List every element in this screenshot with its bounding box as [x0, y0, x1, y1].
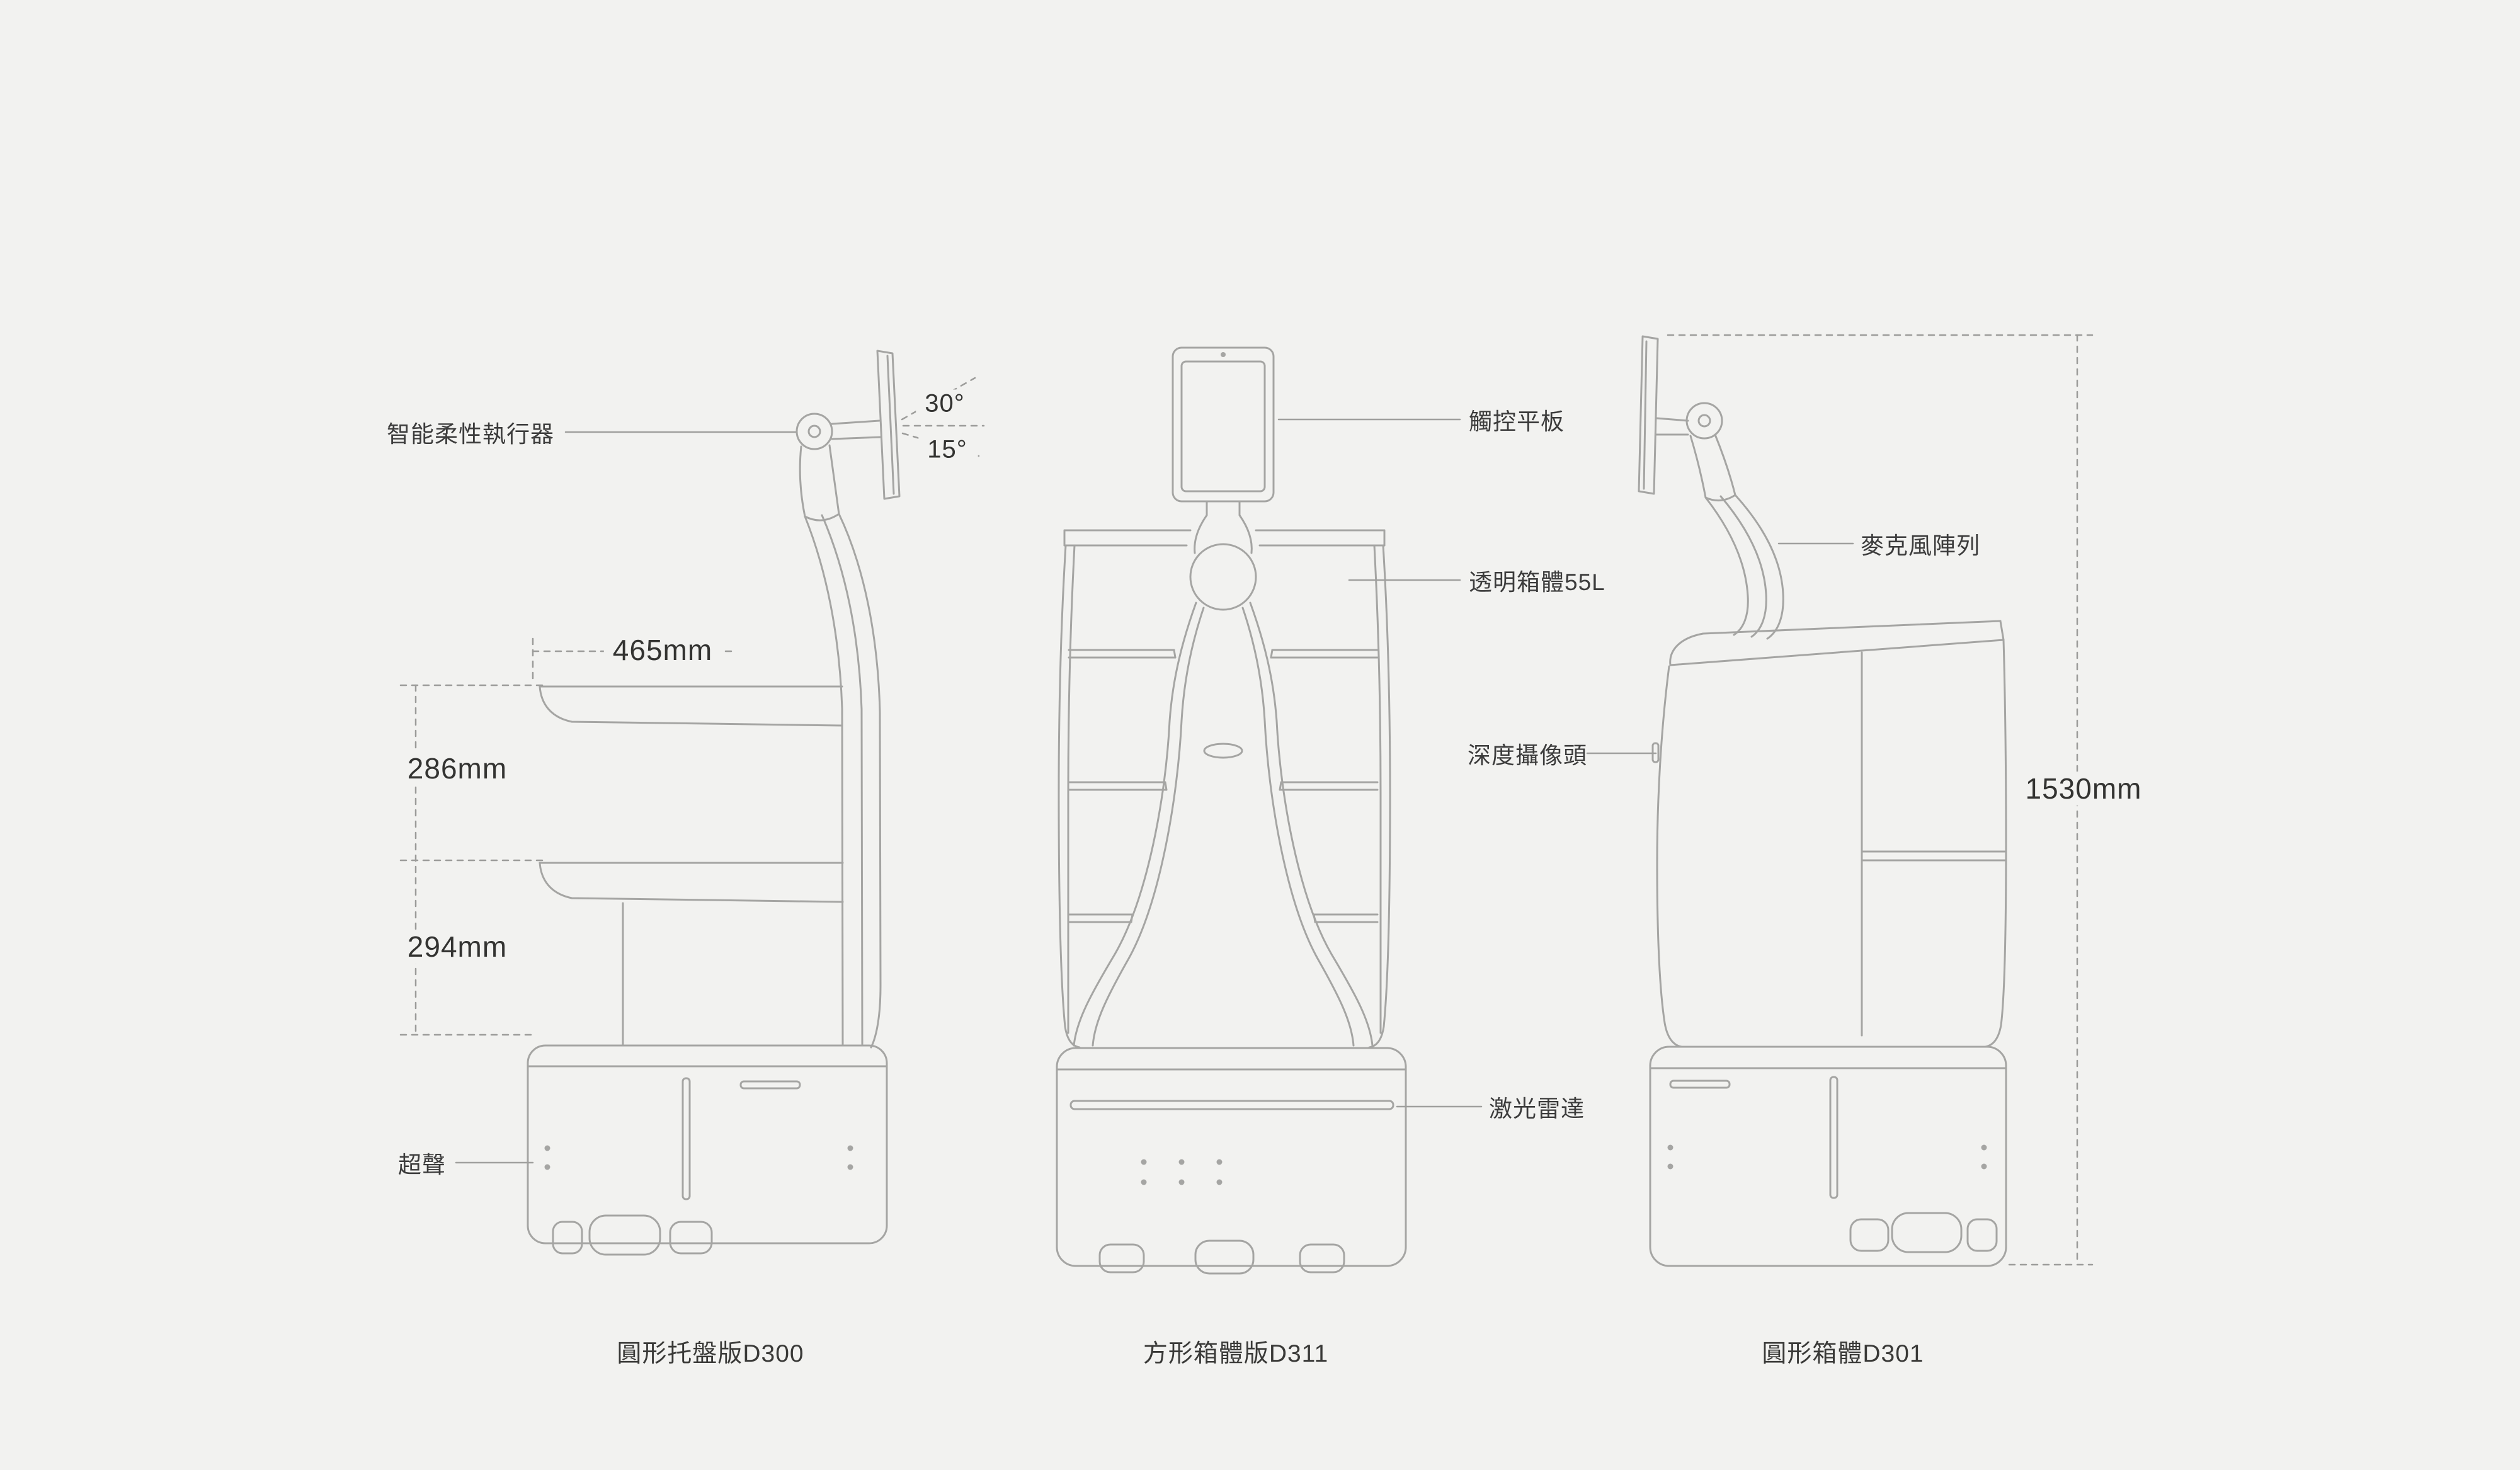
dim-shelf-gap-upper: 286mm	[398, 751, 516, 785]
d301-drawing	[1638, 335, 2007, 1267]
d300-wheels	[552, 1214, 713, 1256]
d300-drawing	[527, 350, 901, 1256]
caption-d300: 圓形托盤版D300	[617, 1340, 804, 1367]
d301-cabinet-body	[1656, 639, 2007, 1048]
label-lidar: 激光雷達	[1489, 1096, 1585, 1122]
caption-d311: 方形箱體版D311	[1143, 1340, 1329, 1367]
label-ultrasonic: 超聲	[398, 1152, 446, 1178]
label-smart-compliant-actuator: 智能柔性執行器	[387, 421, 554, 447]
d300-base	[527, 1044, 888, 1245]
d301-cabinet-top	[1669, 620, 2005, 666]
d300-display-panel	[831, 350, 901, 500]
d311-cabinet-walls	[1058, 544, 1391, 1049]
d300-actuator-joint	[795, 413, 833, 450]
d311-top-rim	[1063, 529, 1386, 547]
label-transparent-cabinet: 透明箱體55L	[1469, 569, 1605, 595]
d301-base	[1649, 1046, 2007, 1267]
label-touch-tablet: 觸控平板	[1469, 409, 1565, 435]
dim-tray-width: 465mm	[603, 633, 722, 667]
d311-drawing	[1056, 346, 1407, 1275]
d301-actuator-joint	[1685, 402, 1723, 440]
label-microphone-array: 麥克風陣列	[1861, 533, 1980, 559]
d300-tray-lower	[539, 862, 844, 903]
caption-d301: 圓形箱體D301	[1762, 1340, 1924, 1367]
dim-tilt-down-angle: 15°	[918, 435, 976, 464]
label-depth-camera: 深度攝像頭	[1468, 743, 1587, 768]
dimension-lines	[399, 334, 2094, 1266]
dim-overall-height: 1530mm	[2016, 772, 2151, 806]
d311-central-spine	[1073, 601, 1374, 1047]
d301-back-strut	[1704, 494, 1784, 640]
d300-neck	[799, 444, 840, 521]
d311-shelves	[1068, 649, 1379, 923]
d311-wheels	[1098, 1239, 1345, 1275]
dim-tilt-up-angle: 30°	[916, 389, 974, 418]
d311-base	[1056, 1047, 1407, 1267]
d300-tray-upper	[539, 685, 843, 727]
leader-lines	[455, 418, 1854, 1164]
d301-display-panel	[1638, 335, 1689, 495]
d301-neck	[1689, 433, 1736, 502]
dim-shelf-gap-lower: 294mm	[398, 930, 516, 964]
d311-neck-joint	[1189, 500, 1257, 611]
d301-wheels	[1849, 1212, 1998, 1253]
d311-tablet	[1172, 346, 1275, 503]
d300-back-pillar	[804, 513, 882, 1049]
